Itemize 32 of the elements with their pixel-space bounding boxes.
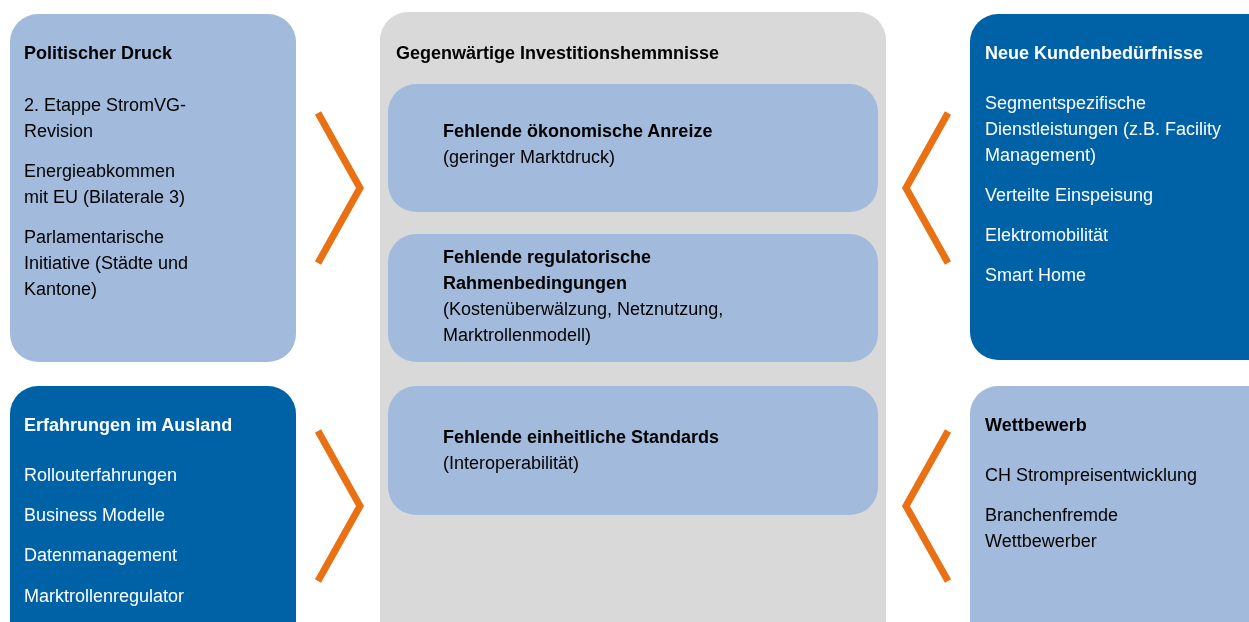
container-panel [380,12,886,622]
barrier-box [388,386,878,515]
body-text: (Kostenüberwälzung, Netznutzung, Marktrollenmodell) [443,298,725,347]
body-text: Branchenfremde Wettbewerber [985,504,1120,553]
body-text: Business Modelle [24,504,167,527]
body-text: (Interoperabilität) [443,452,581,475]
info-card [10,386,296,622]
heading: Wettbewerb [985,414,1088,437]
barrier-box [388,84,878,212]
info-card [970,386,1249,622]
heading: Fehlende regulatorische Rahmenbedingungen [443,246,653,295]
heading: Erfahrungen im Ausland [24,414,234,437]
body-text: Rollouterfahrungen [24,464,179,487]
heading: Gegenwärtige Investitionshemmnisse [396,42,721,65]
info-card [10,14,296,362]
info-card [970,14,1249,360]
body-text: Smart Home [985,264,1088,287]
barrier-box [388,234,878,362]
body-text: Energieabkommen mit EU (Bilaterale 3) [24,160,187,209]
heading: Neue Kundenbedürfnisse [985,42,1205,65]
body-text: CH Strompreisentwicklung [985,464,1199,487]
body-text: Datenmanagement [24,544,179,567]
body-text: 2. Etappe StromVG-Revision [24,94,188,143]
heading: Politischer Druck [24,42,174,65]
body-text: Marktrollenregulator [24,585,186,608]
heading: Fehlende ökonomische Anreize [443,120,714,143]
body-text: Segmentspezifische Dienstleistungen (z.B. Facility Management) [985,92,1223,167]
body-text: (geringer Marktdruck) [443,146,617,169]
heading: Fehlende einheitliche Standards [443,426,721,449]
body-text: Elektromobilität [985,224,1110,247]
body-text: Verteilte Einspeisung [985,184,1155,207]
body-text: Parlamentarische Initiative (Städte und Kantone) [24,226,190,301]
